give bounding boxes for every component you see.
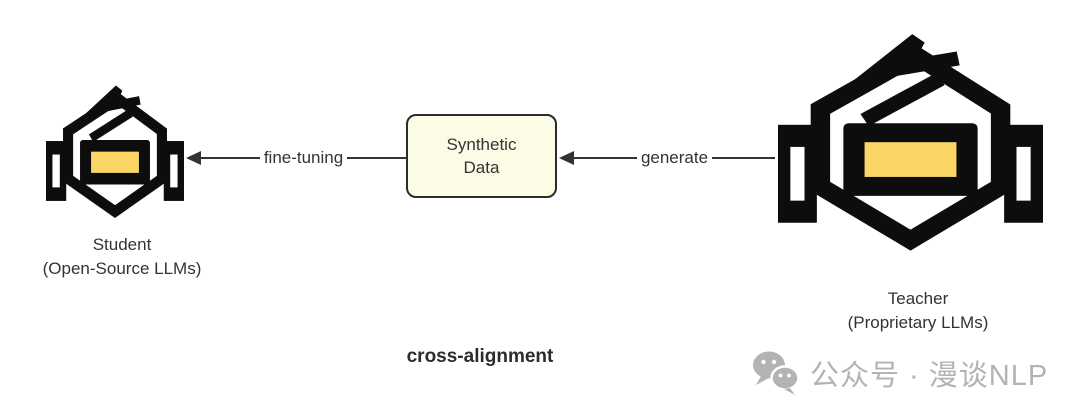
watermark-text: 公众号 · 漫谈NLP bbox=[810, 360, 1049, 392]
student-robot-icon bbox=[46, 83, 184, 228]
edge-line bbox=[712, 156, 775, 160]
teacher-robot-icon bbox=[778, 30, 1043, 267]
student-label: Student (Open-Source LLMs) bbox=[14, 233, 230, 281]
student-subtitle: (Open-Source LLMs) bbox=[42, 259, 202, 278]
student-title: Student bbox=[92, 235, 152, 254]
left-arrowhead-icon bbox=[186, 151, 201, 165]
edge-label-fine-tuning: fine-tuning bbox=[263, 148, 344, 167]
diagram-caption: cross-alignment bbox=[406, 346, 554, 367]
teacher-label: Teacher (Proprietary LLMs) bbox=[798, 287, 1038, 335]
wechat-icon bbox=[753, 351, 800, 395]
synthetic-data-node: Synthetic Data bbox=[406, 114, 557, 198]
edge-data-to-student: fine-tuning bbox=[186, 148, 407, 168]
edge-line bbox=[201, 156, 260, 160]
teacher-subtitle: (Proprietary LLMs) bbox=[847, 313, 989, 332]
synthetic-data-line1: Synthetic bbox=[446, 135, 517, 154]
edge-line bbox=[347, 156, 407, 160]
edge-label-generate: generate bbox=[640, 148, 709, 167]
student-node bbox=[46, 83, 184, 228]
synthetic-data-line2: Data bbox=[463, 158, 500, 177]
teacher-title: Teacher bbox=[887, 289, 949, 308]
left-arrowhead-icon bbox=[559, 151, 574, 165]
edge-line bbox=[574, 156, 637, 160]
teacher-node bbox=[778, 30, 1043, 267]
watermark: 公众号 · 漫谈NLP bbox=[752, 350, 1048, 396]
edge-teacher-to-data: generate bbox=[559, 148, 775, 168]
